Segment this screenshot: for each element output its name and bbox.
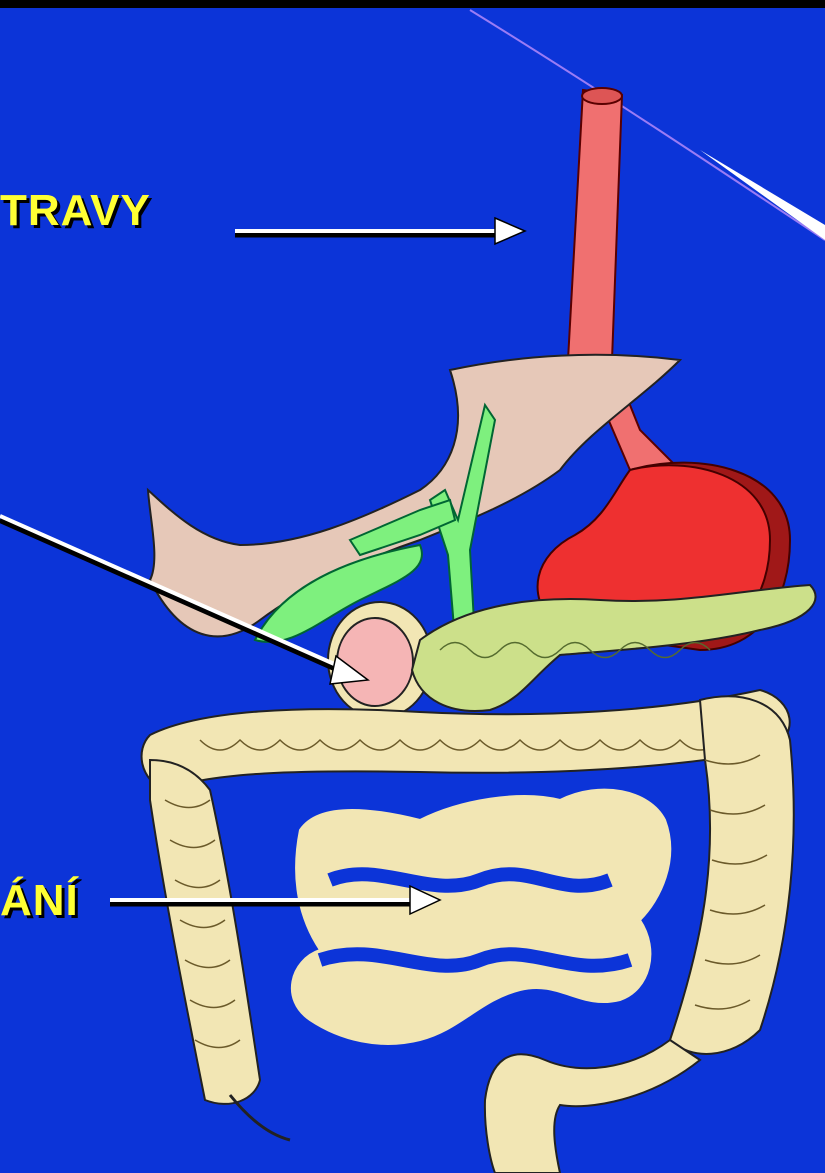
white-wedge [700, 150, 825, 240]
esophagus-opening [582, 88, 622, 104]
small-intestine [292, 790, 670, 1044]
top-border [0, 0, 825, 8]
decorative-diagonal-line [470, 10, 825, 240]
sigmoid-colon [485, 1040, 700, 1173]
ascending-colon [150, 760, 260, 1104]
label-ani: ÁNÍ [0, 876, 79, 926]
arrow-esophagus [235, 218, 525, 244]
duodenum-inner [337, 618, 413, 706]
label-travy: TRAVY [0, 186, 151, 236]
